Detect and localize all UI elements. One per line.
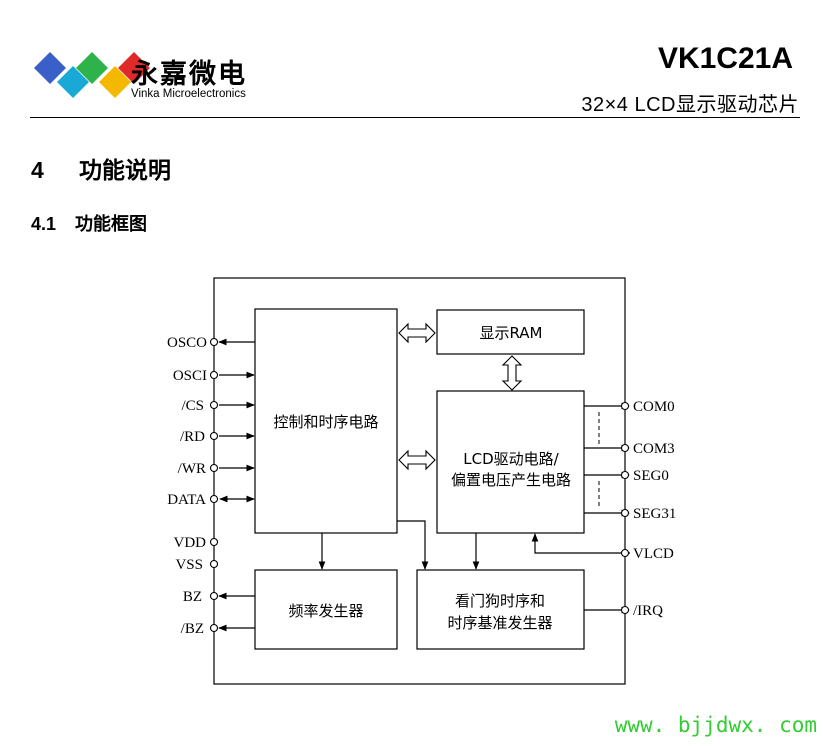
logo-chinese-name: 永嘉微电 [131, 59, 247, 90]
lcd-block-label-2: 偏置电压产生电路 [451, 471, 571, 489]
pin-vdd [209, 537, 219, 547]
pin-irq [620, 605, 630, 615]
pin-label-data: DATA [167, 492, 206, 508]
pin-label-vlcd: VLCD [633, 546, 674, 562]
pin-label-irq: /IRQ [633, 603, 663, 619]
lcd-block-label-1: LCD驱动电路/ [463, 450, 559, 468]
pin-cs [209, 400, 219, 410]
subsection-heading: 4.1 功能框图 [31, 210, 147, 236]
pin-data [209, 494, 219, 504]
page-header: 永嘉微电 Vinka Microelectronics VK1C21A 32×4… [0, 0, 823, 120]
pin-osco [209, 337, 219, 347]
section-title: 功能说明 [79, 158, 171, 184]
document-subtitle: 32×4 LCD显示驱动芯片 [581, 94, 799, 116]
section-number: 4 [31, 157, 44, 183]
pin-label-osco: OSCO [167, 335, 207, 351]
subsection-title: 功能框图 [75, 214, 147, 235]
pin-label-wr: /WR [178, 461, 206, 477]
pin-label-seg0: SEG0 [633, 468, 669, 484]
pin-bz [209, 591, 219, 601]
pin-label-cs: /CS [181, 398, 204, 414]
pin-vss [209, 559, 219, 569]
pin-label-vdd: VDD [174, 535, 207, 551]
pin-osci [209, 370, 219, 380]
header-rule [30, 117, 800, 118]
freq-block-rect [254, 569, 398, 650]
vlcd-to-lcd-arrow [531, 533, 630, 554]
lcd-block-rect [436, 390, 585, 534]
pin-rd [209, 431, 219, 441]
control-ram-bus-arrow [398, 322, 436, 344]
logo-english-name: Vinka Microelectronics [131, 88, 246, 100]
pin-vlcd [620, 548, 630, 558]
wdt-block-label-2: 时序基准发生器 [447, 614, 552, 632]
control-to-wdt-arrow [397, 520, 429, 570]
section-heading: 4 功能说明 [31, 151, 171, 185]
wdt-block-label-1: 看门狗时序和 [455, 592, 545, 610]
pin-nbz [209, 623, 219, 633]
pin-wr [209, 463, 219, 473]
part-number: VK1C21A [657, 42, 793, 75]
subsection-number: 4.1 [31, 214, 57, 234]
pin-label-osci: OSCI [173, 368, 207, 384]
watermark: www. bjjdwx. com [614, 713, 817, 737]
vinka-logo [34, 52, 150, 98]
ram-block-rect [436, 309, 585, 355]
chip-outline [213, 277, 626, 685]
pin-seg31 [620, 508, 630, 518]
control-block-label: 控制和时序电路 [273, 413, 378, 431]
control-block-rect [254, 308, 398, 534]
pin-label-com3: COM3 [633, 441, 675, 457]
control-lcd-bus-arrow [398, 449, 436, 471]
ram-block-label: 显示RAM [479, 324, 542, 342]
pin-label-bz: BZ [183, 589, 202, 605]
pin-label-seg31: SEG31 [633, 506, 676, 522]
pin-seg0 [620, 470, 630, 480]
freq-block-label: 频率发生器 [288, 602, 363, 620]
ram-lcd-bus-arrow [501, 355, 523, 391]
pin-com3 [620, 443, 630, 453]
pin-com0 [620, 401, 630, 411]
pin-label-com0: COM0 [633, 399, 675, 415]
pin-label-rd: /RD [180, 429, 205, 445]
pin-label-nbz: /BZ [181, 621, 204, 637]
pin-label-vss: VSS [175, 557, 203, 573]
